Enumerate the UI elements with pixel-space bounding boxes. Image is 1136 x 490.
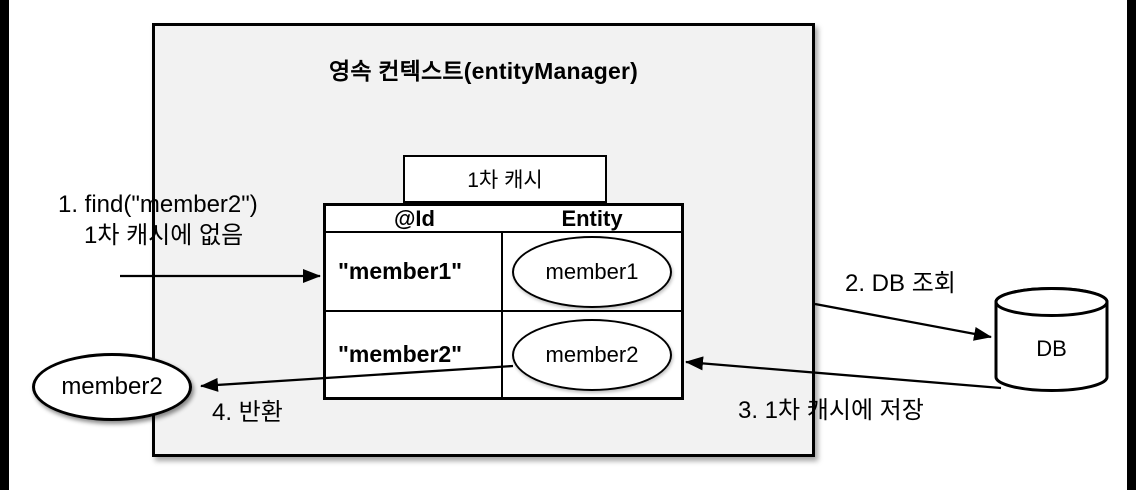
step1-find-line2: 1차 캐시에 없음	[84, 222, 244, 249]
persistence-context-title: 영속 컨텍스트(entityManager)	[329, 58, 638, 84]
step2-db-lookup-label: 2. DB 조회	[845, 270, 956, 297]
arrow-2-db-lookup	[814, 302, 992, 341]
cache-cell-entity-member1: member1	[503, 233, 681, 312]
first-level-cache-label-box: 1차 캐시	[403, 155, 607, 203]
step1-find-line1: 1. find("member2")	[58, 191, 258, 218]
returned-member2-ellipse: member2	[32, 353, 192, 421]
cache-table-header-entity: Entity	[503, 206, 681, 233]
cache-cell-id-member2: "member2"	[326, 312, 503, 397]
right-black-bar	[1127, 0, 1136, 490]
db-label: DB	[1036, 336, 1067, 361]
step1-find-label: 1. find("member2") 1차 캐시에 없음	[58, 189, 258, 251]
cache-table: @Id Entity "member1" member1 "member2" m…	[323, 203, 684, 400]
cache-cell-entity-member2: member2	[503, 312, 681, 397]
step3-store-cache-label: 3. 1차 캐시에 저장	[738, 397, 924, 424]
returned-member2-label: member2	[61, 373, 163, 400]
member1-entity-label: member1	[545, 258, 639, 284]
member2-entity-ellipse: member2	[512, 318, 672, 391]
first-level-cache-label: 1차 캐시	[467, 169, 543, 192]
member2-entity-label: member2	[545, 341, 639, 367]
step4-return-label: 4. 반환	[212, 399, 283, 426]
cache-cell-id-member1: "member1"	[326, 233, 503, 312]
member1-entity-ellipse: member1	[512, 235, 672, 308]
left-black-bar	[0, 0, 9, 490]
cache-table-header-id: @Id	[326, 206, 503, 233]
